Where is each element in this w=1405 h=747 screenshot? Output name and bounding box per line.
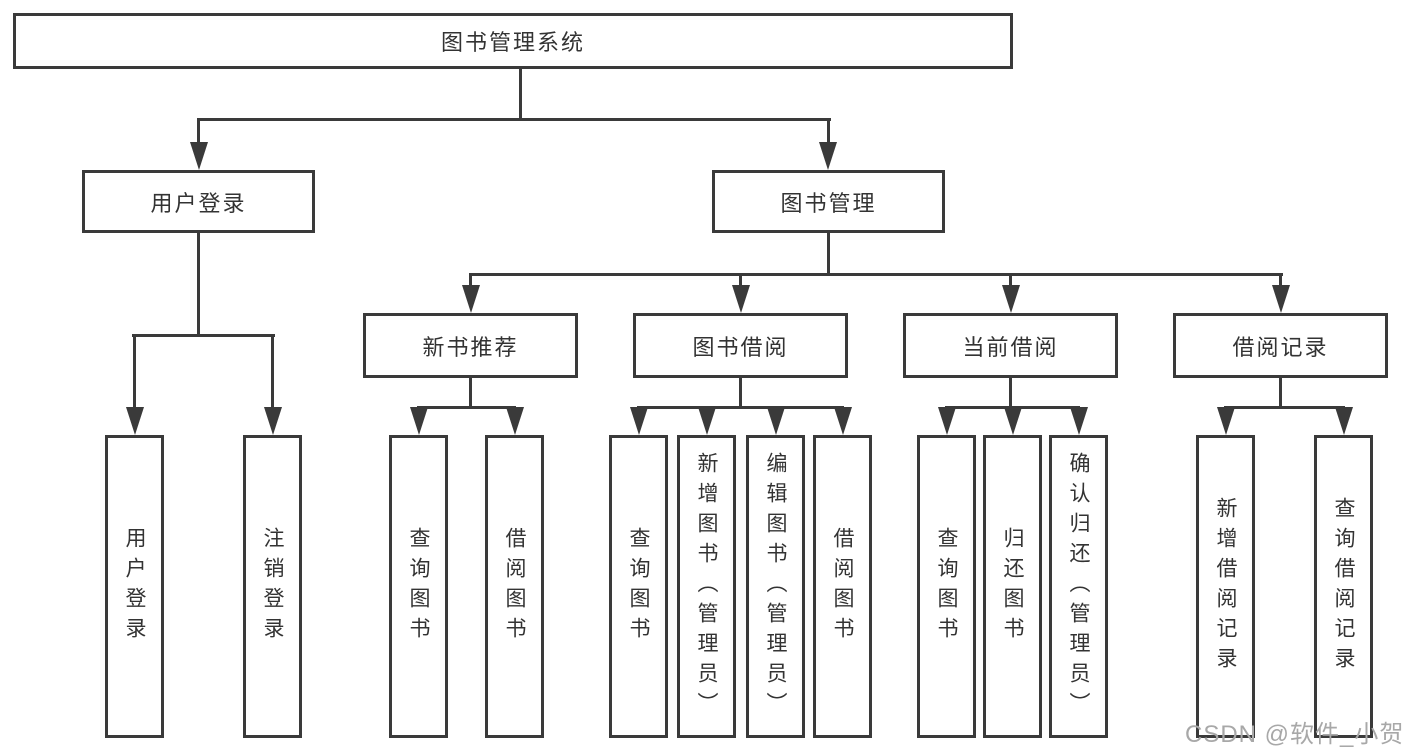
arrowhead-to-book-mgmt: [819, 142, 837, 170]
connector-borrow-vline: [739, 378, 742, 409]
connector-mgmt-shaft-1: [469, 273, 472, 289]
node-book-borrow: 图书借阅: [633, 313, 848, 378]
arrowhead-to-cb-return: [1004, 407, 1022, 435]
connector-user-vline: [197, 233, 200, 337]
connector-records-hline: [1224, 406, 1345, 409]
connector-borrow-hline: [637, 406, 844, 409]
arrowhead-to-bb-edit: [767, 407, 785, 435]
leaf-logout: 注销登录: [243, 435, 302, 738]
arrowhead-to-bb-borrow: [834, 407, 852, 435]
connector-user-shaft-2: [271, 334, 274, 409]
leaf-recommend-borrow-books: 借阅图书: [485, 435, 544, 738]
arrowhead-to-book-borrow: [732, 285, 750, 313]
node-current-borrow: 当前借阅: [903, 313, 1118, 378]
leaf-records-add-record: 新增借阅记录: [1196, 435, 1255, 738]
connector-root-vline: [519, 69, 522, 121]
connector-mgmt-shaft-3: [1009, 273, 1012, 289]
arrowhead-to-borrow-records: [1272, 285, 1290, 313]
arrowhead-to-br-add: [1217, 407, 1235, 435]
arrowhead-to-rec-borrow: [506, 407, 524, 435]
connector-root-hline: [197, 118, 831, 121]
leaf-recommend-query-books: 查询图书: [389, 435, 448, 738]
arrowhead-to-bb-query: [630, 407, 648, 435]
arrowhead-to-cb-confirm: [1070, 407, 1088, 435]
connector-mgmt-shaft-4: [1279, 273, 1282, 289]
connector-root-shaft-right: [827, 118, 830, 148]
leaf-user-login: 用户登录: [105, 435, 164, 738]
arrowhead-to-leaf-user-login: [126, 407, 144, 435]
leaf-borrow-add-books-admin: 新增图书（管理员）: [677, 435, 736, 738]
node-user-login: 用户登录: [82, 170, 315, 233]
leaf-current-return-books: 归还图书: [983, 435, 1042, 738]
arrowhead-to-new-books: [462, 285, 480, 313]
node-book-mgmt: 图书管理: [712, 170, 945, 233]
leaf-current-query-books: 查询图书: [917, 435, 976, 738]
leaf-current-confirm-return-admin: 确认归还（管理员）: [1049, 435, 1108, 738]
connector-recommend-vline: [469, 378, 472, 409]
leaf-borrow-borrow-books: 借阅图书: [813, 435, 872, 738]
connector-mgmt-vline: [827, 233, 830, 276]
node-library-system: 图书管理系统: [13, 13, 1013, 69]
connector-mgmt-hline: [469, 273, 1283, 276]
connector-user-shaft-1: [133, 334, 136, 409]
arrowhead-to-current-borrow: [1002, 285, 1020, 313]
leaf-borrow-query-books: 查询图书: [609, 435, 668, 738]
leaf-borrow-edit-books-admin: 编辑图书（管理员）: [746, 435, 805, 738]
arrowhead-to-user-login: [190, 142, 208, 170]
node-new-books: 新书推荐: [363, 313, 578, 378]
csdn-watermark: CSDN @软件_小贺同学: [1185, 721, 1405, 747]
arrowhead-to-leaf-logout: [264, 407, 282, 435]
arrowhead-to-rec-query: [410, 407, 428, 435]
connector-root-shaft-left: [197, 118, 200, 148]
connector-current-vline: [1009, 378, 1012, 409]
node-borrow-records: 借阅记录: [1173, 313, 1388, 378]
arrowhead-to-br-query: [1335, 407, 1353, 435]
connector-recommend-hline: [417, 406, 516, 409]
arrowhead-to-bb-add: [698, 407, 716, 435]
connector-records-vline: [1279, 378, 1282, 409]
arrowhead-to-cb-query: [938, 407, 956, 435]
leaf-records-query-record: 查询借阅记录: [1314, 435, 1373, 738]
connector-user-hline: [132, 334, 275, 337]
connector-mgmt-shaft-2: [739, 273, 742, 289]
